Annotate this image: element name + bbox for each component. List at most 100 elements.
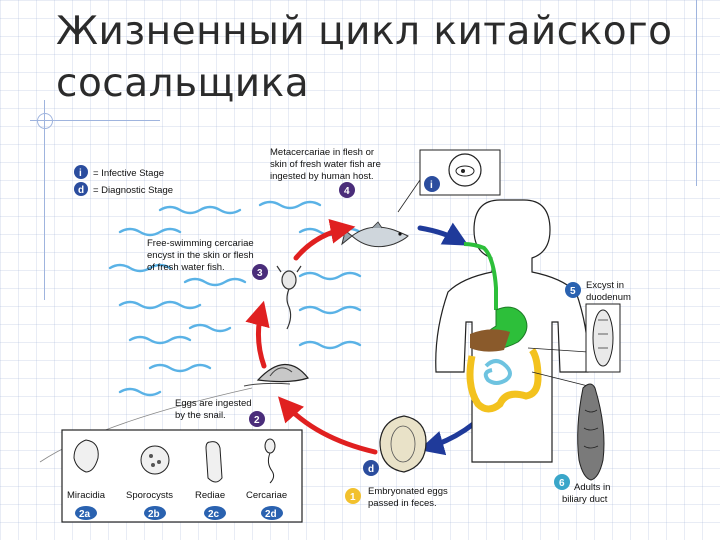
stage-6-line-2: biliary duct [562, 494, 608, 505]
stage-2-line-1: Eggs are ingested [175, 398, 252, 409]
snail-stages-panel: Miracidia Sporocysts Rediae Cercariae 2a… [61, 429, 303, 523]
diagnostic-badge-circle [74, 182, 88, 196]
stage-5-number: 5 [570, 286, 576, 297]
stage-3-badge [252, 264, 268, 280]
redia-icon [205, 441, 223, 483]
wave [118, 227, 182, 237]
decor-vertical-line-right [696, 0, 697, 186]
stage-4-infective-letter: i [430, 180, 433, 191]
wave [148, 363, 212, 373]
cercaria-icon [276, 265, 302, 330]
snail-stage-badge-text-3: 2c [208, 509, 220, 520]
stage-6-number: 6 [559, 478, 565, 489]
snail-icon [39, 363, 309, 463]
arrow-eggs-to-snail [278, 396, 378, 455]
wave [298, 271, 362, 281]
stage-3-line-1: Free-swimming cercariae [147, 238, 254, 249]
snail-stage-badge-1 [75, 506, 97, 520]
snail-stage-badge-text-2: 2b [148, 509, 160, 520]
snail-stage-label-3: Rediae [195, 490, 225, 501]
snail-stage-badge-3 [204, 506, 226, 520]
cercaria-stage-icon [264, 438, 276, 484]
diagnostic-badge-letter: d [78, 185, 84, 196]
wave [158, 205, 242, 215]
infective-legend-label: = Infective Stage [93, 168, 164, 179]
diagnostic-legend-label: = Diagnostic Stage [93, 185, 173, 196]
arrow-cercariae-to-fish [293, 218, 356, 261]
wave [188, 323, 232, 333]
stage-3-line-3: of fresh water fish. [147, 262, 225, 273]
stage-4-infective-badge [424, 176, 440, 192]
stage-5-caption: 5 Excyst in duodenum [565, 280, 631, 303]
slide-title: Жизненный цикл китайского сосальщика [56, 6, 696, 110]
arrow-fish-to-human [417, 222, 469, 246]
stage-4-badge [339, 182, 355, 198]
wave [108, 263, 172, 273]
stage-5-line-1: Excyst in [586, 280, 624, 291]
stage-2-number: 2 [254, 415, 260, 426]
title-line-1: Жизненный цикл китайского [56, 9, 673, 54]
infective-badge-circle [74, 165, 88, 179]
stage-2-caption: Eggs are ingested by the snail. 2 [175, 398, 265, 427]
stage-1-badge [345, 488, 361, 504]
large-intestine [466, 347, 542, 413]
wave [298, 340, 362, 350]
red-cycle-arrows [245, 218, 378, 455]
adult-fluke-icon [577, 383, 605, 481]
snail-stage-badge-4 [261, 506, 283, 520]
snail-stage-label-2: Sporocysts [126, 490, 173, 501]
decor-circle [37, 113, 53, 129]
legend: i = Infective Stage d = Diagnostic Stage [74, 165, 173, 196]
stage-3-caption: Free-swimming cercariae encyst in the sk… [147, 238, 268, 280]
small-intestine [483, 359, 512, 385]
metacercaria-cyst-icon [448, 153, 482, 187]
wave [258, 200, 322, 210]
egg-icon: d [363, 415, 427, 476]
water-waves [108, 200, 382, 397]
stage-1-number: 1 [350, 492, 356, 503]
stage-1-line-1: Embryonated eggs [368, 486, 448, 497]
decor-horizontal-line-top [30, 120, 160, 121]
stage-2-badge [249, 411, 265, 427]
arrow-snail-to-cercariae [245, 300, 270, 369]
fish-icon [341, 221, 409, 248]
wave [128, 335, 192, 345]
stage-6-line-1: Adults in [574, 482, 610, 493]
stage-1-diagnostic-badge [363, 460, 379, 476]
wave [118, 300, 202, 310]
excysted-juvenile-icon [585, 303, 621, 373]
stage-6-caption: 6 Adults in biliary duct [554, 474, 610, 505]
decor-vertical-line-left [44, 100, 45, 300]
title-line-2: сосальщика [56, 61, 310, 106]
esophagus [463, 242, 498, 310]
human-body-icon [435, 199, 589, 463]
stage-4-line-2: skin of fresh water fish are [270, 159, 381, 170]
snail-stage-badge-text-4: 2d [265, 509, 277, 520]
sporocyst-icon [140, 445, 170, 475]
stage-1-line-2: passed in feces. [368, 498, 437, 509]
stage-4-caption: Metacercariae in flesh or skin of fresh … [270, 147, 381, 198]
stage-1-caption: 1 Embryonated eggs passed in feces. [345, 486, 448, 509]
stage-4-number: 4 [344, 186, 350, 197]
wave [118, 387, 162, 397]
stage-3-line-2: encyst in the skin or flesh [147, 250, 254, 261]
stage-5-line-2: duodenum [586, 292, 631, 303]
stage-4-line-3: ingested by human host. [270, 171, 374, 182]
stage-4-line-1: Metacercariae in flesh or [270, 147, 374, 158]
stage-1-diagnostic-letter: d [368, 464, 374, 475]
wave [298, 305, 362, 315]
stage-2-line-2: by the snail. [175, 410, 226, 421]
snail-stage-badge-text-1: 2a [79, 509, 91, 520]
liver [470, 329, 510, 352]
infective-badge-letter: i [79, 168, 82, 179]
stage-5-badge [565, 282, 581, 298]
stage-3-number: 3 [257, 268, 263, 279]
snail-stage-label-1: Miracidia [67, 490, 106, 501]
snail-stage-label-4: Cercariae [246, 490, 287, 501]
metacercaria-inset: i [397, 149, 501, 213]
stage-6-badge [554, 474, 570, 490]
snail-stage-badge-2 [144, 506, 166, 520]
miracidium-icon [73, 439, 99, 473]
